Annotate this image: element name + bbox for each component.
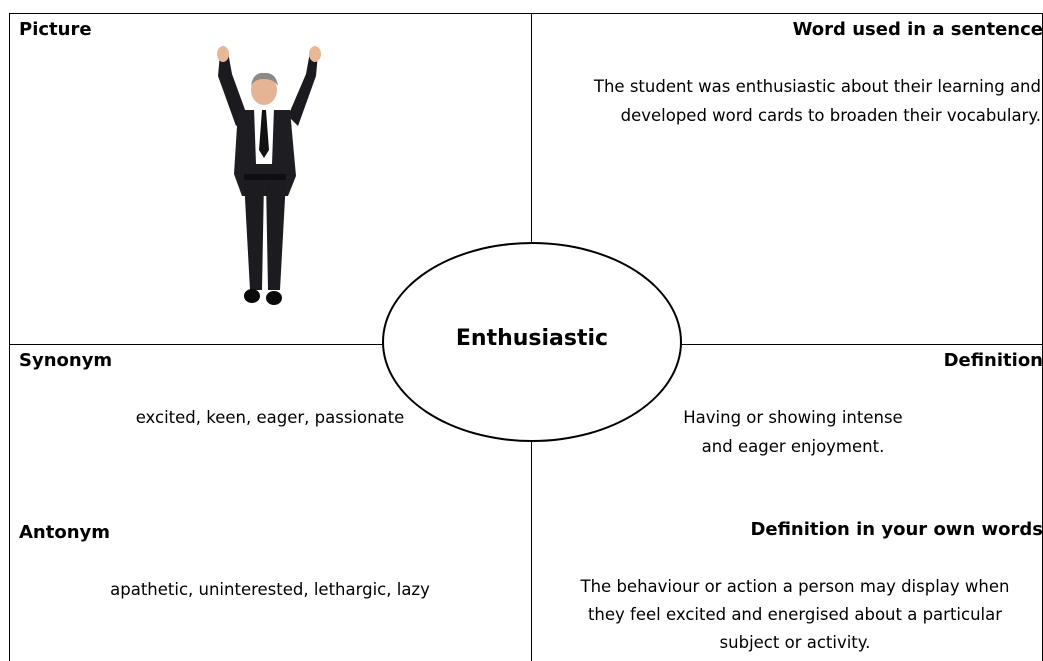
sentence-body: The student was enthusiastic about their…: [594, 72, 1041, 130]
vertical-divider-bottom: [531, 442, 532, 661]
definition-line: and eager enjoyment.: [701, 437, 885, 456]
definition-heading: Definition: [943, 350, 1043, 371]
center-word: Enthusiastic: [455, 326, 609, 351]
horizontal-divider-right: [682, 344, 1043, 345]
horizontal-divider-left: [9, 344, 382, 345]
synonym-heading: Synonym: [19, 350, 113, 371]
definition-body: Having or showing intense and eager enjo…: [620, 403, 966, 461]
vertical-divider-top: [531, 13, 532, 242]
antonym-text: apathetic, uninterested, lethargic, lazy: [110, 580, 430, 599]
own-words-line: The behaviour or action a person may dis…: [580, 577, 1010, 596]
sentence-heading: Word used in a sentence: [792, 19, 1043, 40]
own-words-line: they feel excited and energised about a …: [587, 605, 1003, 624]
center-ellipse: [382, 242, 682, 442]
man-jumping-with-arms-raised-icon: [217, 46, 321, 305]
sentence-line: developed word cards to broaden their vo…: [620, 106, 1041, 125]
own-words-line: subject or activity.: [719, 633, 871, 652]
sentence-line: The student was enthusiastic about their…: [593, 77, 1041, 96]
picture-heading: Picture: [19, 19, 92, 40]
definition-line: Having or showing intense: [683, 408, 903, 427]
own-words-heading: Definition in your own words: [750, 519, 1043, 540]
own-words-body: The behaviour or action a person may dis…: [540, 573, 1043, 657]
antonym-heading: Antonym: [19, 522, 111, 543]
synonym-text: excited, keen, eager, passionate: [135, 408, 405, 427]
